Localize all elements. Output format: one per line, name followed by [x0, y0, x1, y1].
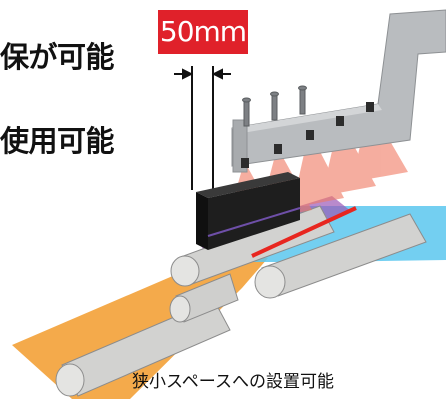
roller: [55, 299, 231, 397]
sensor-unit: [196, 172, 301, 250]
roller-group: [55, 205, 427, 397]
caption: 狭小スペースへの設置可能: [132, 372, 334, 392]
detection-line: [251, 206, 357, 258]
headline-line-1: 保が可能: [0, 40, 115, 74]
dimension-marker: [174, 66, 231, 190]
headline-line-2: 使用可能: [0, 124, 115, 158]
roller: [169, 273, 239, 323]
dimension-label: 50mm: [158, 10, 248, 54]
roller: [254, 213, 427, 299]
laser-emitters: [241, 102, 374, 168]
mounting-bracket: [231, 9, 446, 173]
mounting-bolts: [242, 85, 307, 127]
